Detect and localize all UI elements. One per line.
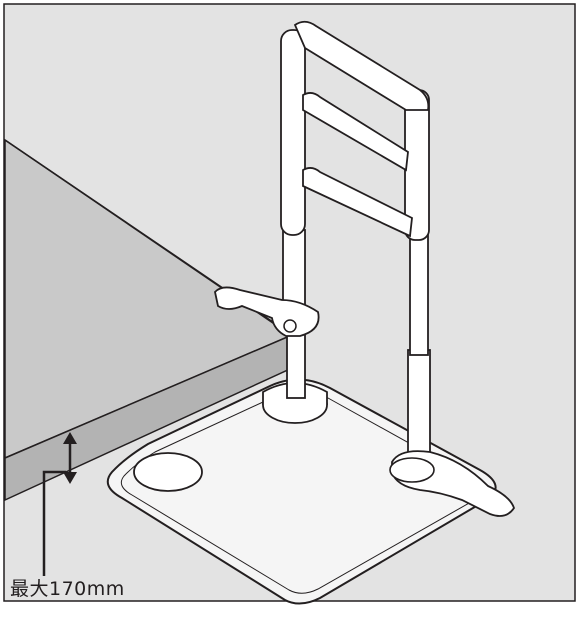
rear-post-mid xyxy=(409,234,429,356)
front-clamp-knob xyxy=(283,319,297,333)
rear-post-base xyxy=(389,457,435,483)
middle-rail xyxy=(302,92,409,172)
rear-post-lower xyxy=(407,349,431,453)
base-plate xyxy=(106,378,497,605)
leader-line xyxy=(42,470,66,576)
cup-holder xyxy=(133,452,203,492)
front-post-top xyxy=(280,29,306,236)
double-headed-arrow-icon xyxy=(63,432,77,484)
lower-rail xyxy=(302,167,413,238)
max-height-label: 最大170mm xyxy=(10,578,125,600)
top-rail xyxy=(293,20,430,111)
